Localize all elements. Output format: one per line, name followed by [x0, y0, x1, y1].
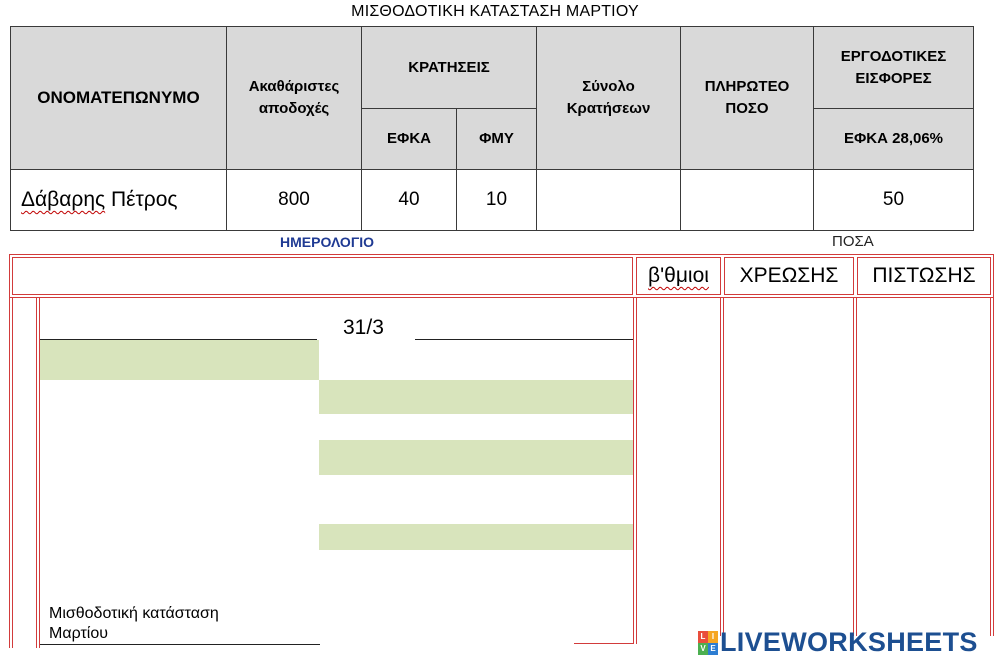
header-employer-efka: ΕΦΚΑ 28,06% [813, 108, 974, 170]
journal-header-row [9, 254, 994, 298]
header-employer-contributions: ΕΡΓΟΔΟΤΙΚΕΣ ΕΙΣΦΟΡΕΣ [813, 26, 974, 109]
journal-desc-right-border [633, 298, 634, 644]
header-total-deductions: Σύνολο Κρατήσεων [536, 26, 681, 170]
journal-left-border-inner [12, 298, 13, 648]
journal-article-divider [36, 298, 37, 648]
header-gross-earnings: Ακαθάριστες αποδοχές [226, 26, 362, 170]
journal-credit-left-border [856, 298, 857, 636]
document-title: ΜΙΣΘΟΔΟΤΙΚΗ ΚΑΤΑΣΤΑΣΗ ΜΑΡΤΙΟΥ [351, 3, 639, 20]
date-separator-left [40, 339, 317, 340]
employee-surname: Δάβαρης [21, 188, 106, 211]
cell-total-deductions [536, 169, 681, 231]
journal-left-border [9, 298, 10, 648]
column-credit: ΠΙΣΤΩΣΗΣ [857, 257, 991, 295]
journal-bottom-line [574, 643, 634, 644]
employee-firstname: Πέτρος [110, 188, 178, 211]
cell-gross-earnings: 800 [226, 169, 362, 231]
cell-employee-name: Δάβαρης Πέτρος [10, 169, 227, 231]
journal-header-account-area [12, 257, 633, 295]
cell-fmy: 10 [456, 169, 537, 231]
journal-subaccounts-left-border [636, 298, 637, 644]
header-net-amount: ΠΛΗΡΩΤΕΟ ΠΟΣΟ [680, 26, 814, 170]
amounts-title: ΠΟΣΑ [832, 233, 874, 250]
journal-right-border [993, 298, 994, 636]
credit-account-field-1[interactable] [319, 380, 633, 414]
journal-credit-right-border [990, 298, 991, 636]
header-deductions: ΚΡΑΤΗΣΕΙΣ [361, 26, 537, 109]
cell-efka: 40 [361, 169, 457, 231]
cell-net-amount [680, 169, 814, 231]
liveworksheets-logo: L I V E LIVEWORKSHEETS [698, 627, 978, 658]
column-subaccounts: β'θμιοι [636, 257, 721, 295]
logo-text: LIVEWORKSHEETS [720, 627, 978, 657]
credit-account-field-2[interactable] [319, 440, 633, 475]
entry-description: Μισθοδοτική κατάσταση Μαρτίου [49, 605, 219, 642]
logo-badge-icon: L I V E [698, 630, 718, 655]
header-fullname: ΟΝΟΜΑΤΕΠΩΝΥΜΟ [10, 26, 227, 170]
column-debit: ΧΡΕΩΣΗΣ [724, 257, 854, 295]
entry-date: 31/3 [343, 316, 384, 339]
journal-debit-right-border [853, 298, 854, 636]
description-underline [40, 644, 320, 645]
journal-subaccounts-right-border [720, 298, 721, 636]
journal-debit-left-border [723, 298, 724, 636]
header-fmy: ΦΜΥ [456, 108, 537, 170]
credit-account-field-3[interactable] [319, 524, 633, 550]
journal-article-divider-inner [39, 298, 40, 648]
date-separator-right [415, 339, 633, 340]
debit-account-field-1[interactable] [40, 340, 319, 380]
cell-employer-efka: 50 [813, 169, 974, 231]
journal-title: ΗΜΕΡΟΛΟΓΙΟ [280, 234, 375, 250]
header-efka: ΕΦΚΑ [361, 108, 457, 170]
